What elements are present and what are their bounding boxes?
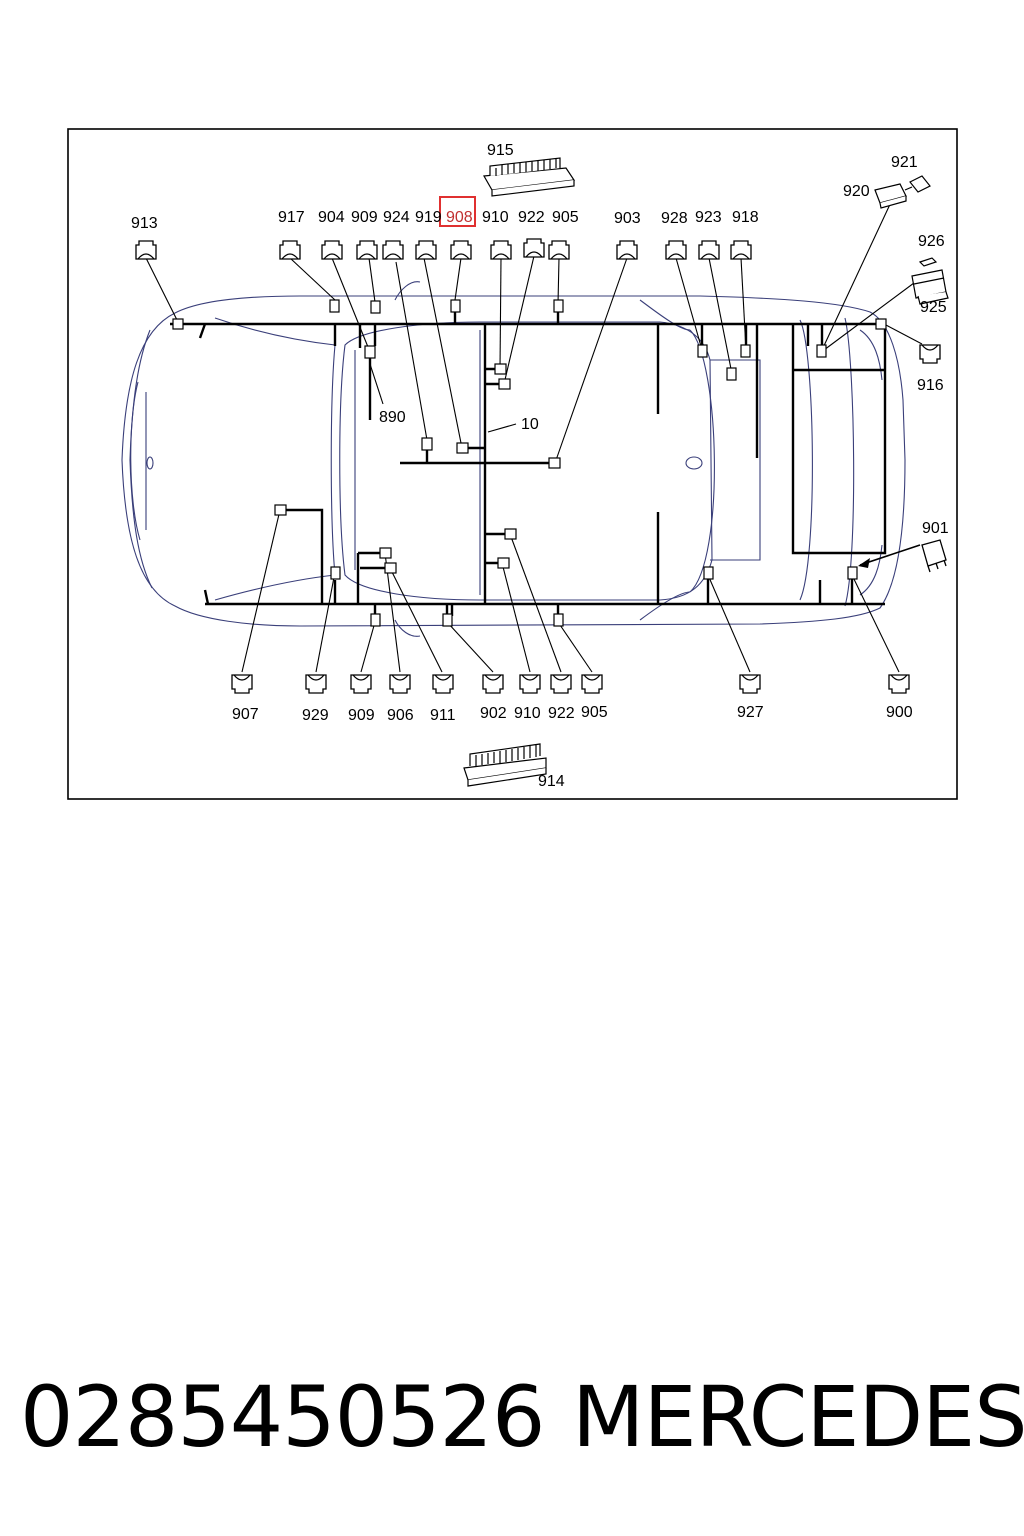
leader-lines bbox=[145, 199, 923, 673]
connector-icon bbox=[231, 674, 253, 694]
connector-icon bbox=[616, 240, 638, 260]
connector-icon bbox=[321, 240, 343, 260]
connector-icon bbox=[888, 674, 910, 694]
label-10: 10 bbox=[521, 416, 539, 433]
bottom-connectors bbox=[231, 344, 941, 694]
connector-icon bbox=[482, 674, 504, 694]
label-922-bottom: 922 bbox=[548, 705, 575, 722]
part-caption: 0285450526 MERCEDES bbox=[0, 1368, 1024, 1478]
label-924: 924 bbox=[383, 209, 410, 226]
label-890: 890 bbox=[379, 409, 406, 426]
arrow-head-icon bbox=[858, 558, 870, 568]
connector-icon bbox=[548, 240, 570, 260]
connector-icon bbox=[382, 240, 404, 260]
label-926: 926 bbox=[918, 233, 945, 250]
connector-icon bbox=[519, 674, 541, 694]
connector-icon bbox=[490, 240, 512, 260]
label-922-top: 922 bbox=[518, 209, 545, 226]
connector-icon bbox=[698, 240, 720, 260]
top-connectors bbox=[135, 238, 752, 260]
diagram-border bbox=[67, 128, 958, 800]
label-923: 923 bbox=[695, 209, 722, 226]
connector-icon bbox=[523, 238, 545, 258]
relay-icon bbox=[921, 539, 947, 573]
label-914: 914 bbox=[538, 773, 565, 790]
label-910-bottom: 910 bbox=[514, 705, 541, 722]
label-919: 919 bbox=[415, 209, 442, 226]
label-908: 908 bbox=[446, 209, 473, 226]
connector-icon bbox=[450, 240, 472, 260]
label-905-bottom: 905 bbox=[581, 704, 608, 721]
label-907: 907 bbox=[232, 706, 259, 723]
label-905-top: 905 bbox=[552, 209, 579, 226]
label-920: 920 bbox=[843, 183, 870, 200]
connector-icon bbox=[432, 674, 454, 694]
connector-icon bbox=[919, 344, 941, 364]
label-915: 915 bbox=[487, 142, 514, 159]
label-927: 927 bbox=[737, 704, 764, 721]
label-910-top: 910 bbox=[482, 209, 509, 226]
connector-icon bbox=[135, 240, 157, 260]
brand-name: MERCEDES bbox=[572, 1368, 1024, 1466]
label-916: 916 bbox=[917, 377, 944, 394]
connector-icon bbox=[389, 674, 411, 694]
control-unit-icon bbox=[874, 175, 931, 209]
label-921: 921 bbox=[891, 154, 918, 171]
connector-icon bbox=[550, 674, 572, 694]
label-909-bottom: 909 bbox=[348, 707, 375, 724]
connector-icon bbox=[730, 240, 752, 260]
connector-icon bbox=[305, 674, 327, 694]
part-number: 0285450526 bbox=[20, 1368, 545, 1466]
label-906: 906 bbox=[387, 707, 414, 724]
connector-icon bbox=[739, 674, 761, 694]
multi-pin-connector-icon bbox=[463, 743, 547, 787]
label-928: 928 bbox=[661, 210, 688, 227]
wiring-harness bbox=[170, 308, 887, 620]
connector-icon bbox=[581, 674, 603, 694]
connector-icon bbox=[665, 240, 687, 260]
connector-icon bbox=[356, 240, 378, 260]
label-902: 902 bbox=[480, 705, 507, 722]
label-904-top: 904 bbox=[318, 209, 345, 226]
label-911: 911 bbox=[430, 707, 456, 724]
control-module-icon bbox=[911, 257, 949, 305]
label-900: 900 bbox=[886, 704, 913, 721]
car-body-outline bbox=[121, 281, 906, 637]
label-909-top: 909 bbox=[351, 209, 378, 226]
label-917: 917 bbox=[278, 209, 305, 226]
highlight-box bbox=[439, 196, 476, 227]
label-903: 903 bbox=[614, 210, 641, 227]
label-925: 925 bbox=[920, 299, 947, 316]
label-918: 918 bbox=[732, 209, 759, 226]
connector-icon bbox=[415, 240, 437, 260]
connector-icon bbox=[350, 674, 372, 694]
label-913: 913 bbox=[131, 215, 158, 232]
junction-points bbox=[172, 299, 887, 627]
connector-icon bbox=[279, 240, 301, 260]
multi-pin-connector-icon bbox=[483, 157, 576, 197]
reference-labels: 915 921 920 926 925 913 917 904 909 924 … bbox=[131, 142, 949, 790]
label-901: 901 bbox=[922, 520, 949, 537]
label-929: 929 bbox=[302, 707, 329, 724]
